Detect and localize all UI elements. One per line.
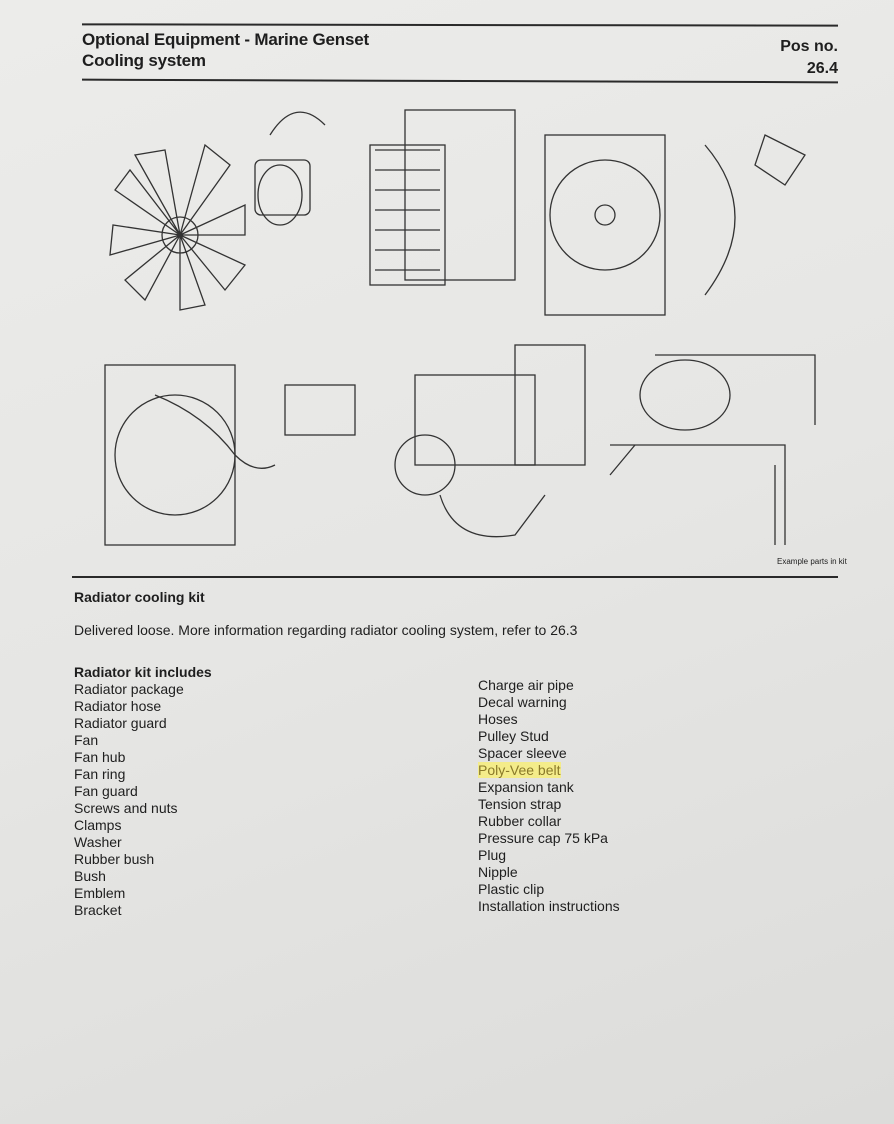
expansion-tank-drawing — [609, 354, 816, 545]
fan-drawing — [109, 111, 326, 311]
list-item: Bracket — [74, 902, 122, 918]
parts-illustration — [104, 109, 816, 546]
list-item: Nipple — [478, 864, 518, 880]
kit-list-left: Radiator package Radiator hose Radiator … — [74, 681, 184, 919]
list-item: Charge air pipe — [478, 677, 574, 693]
list-item: Clamps — [74, 817, 122, 833]
list-item: Expansion tank — [478, 779, 574, 795]
radiator-guard-drawing — [369, 109, 516, 286]
list-item: Radiator guard — [74, 715, 167, 731]
list-item: Plastic clip — [478, 881, 545, 897]
list-item: Tension strap — [478, 796, 562, 812]
list-item: Radiator package — [74, 681, 184, 697]
section-title: Radiator cooling kit — [74, 589, 205, 605]
list-item: Fan — [74, 732, 99, 748]
section-rule — [72, 576, 838, 578]
list-item: Fan ring — [74, 766, 126, 782]
figure-caption: Example parts in kit — [777, 557, 847, 566]
radiator-hose-drawing — [104, 364, 356, 546]
engine-drawing — [394, 344, 586, 538]
kit-heading: Radiator kit includes — [74, 664, 212, 680]
header-top-rule — [81, 23, 839, 27]
list-item: Plug — [478, 847, 507, 863]
list-item: Washer — [74, 834, 122, 850]
kit-list-right: Charge air pipe Decal warning Hoses Pull… — [478, 677, 620, 915]
list-item: Spacer sleeve — [478, 745, 567, 761]
list-item: Decal warning — [478, 694, 567, 710]
pos-value: 26.4 — [806, 60, 838, 77]
highlighted-text: Poly-Vee belt — [478, 762, 561, 778]
section-description: Delivered loose. More information regard… — [74, 622, 578, 638]
list-item: Pressure cap 75 kPa — [478, 830, 608, 846]
list-item: Radiator hose — [74, 698, 162, 714]
document-title: Optional Equipment - Marine Genset — [82, 30, 369, 49]
list-item: Fan hub — [74, 749, 126, 765]
list-item: Installation instructions — [478, 898, 620, 914]
header-bottom-rule — [81, 78, 839, 83]
list-item: Fan guard — [74, 783, 138, 799]
list-item: Emblem — [74, 885, 126, 901]
pos-label: Pos no. — [780, 38, 838, 55]
list-item: Pulley Stud — [478, 728, 549, 744]
list-item: Hoses — [478, 711, 518, 727]
list-item: Rubber bush — [74, 851, 155, 867]
list-item: Screws and nuts — [74, 800, 178, 816]
list-item-highlighted: Poly-Vee belt — [478, 762, 620, 779]
list-item: Rubber collar — [478, 813, 562, 829]
list-item: Bush — [74, 868, 106, 884]
document-subtitle: Cooling system — [82, 51, 206, 70]
radiator-fan-drawing — [544, 134, 806, 316]
